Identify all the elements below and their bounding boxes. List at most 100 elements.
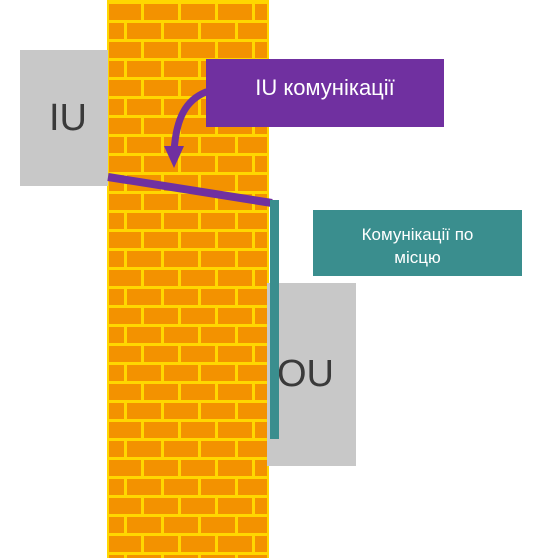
brick <box>144 80 178 96</box>
brick <box>164 213 198 229</box>
brick <box>201 555 235 558</box>
brick <box>218 308 252 324</box>
brick <box>144 42 178 58</box>
brick <box>144 4 178 20</box>
brick <box>218 498 252 514</box>
brick <box>127 517 161 533</box>
brick <box>109 80 141 96</box>
brick <box>201 23 235 39</box>
brick <box>127 365 161 381</box>
brick <box>109 61 124 77</box>
brick <box>127 327 161 343</box>
brick <box>181 498 215 514</box>
brick <box>164 251 198 267</box>
brick <box>164 61 198 77</box>
brick <box>218 232 252 248</box>
brick <box>164 289 198 305</box>
brick <box>255 460 267 476</box>
brick <box>109 118 141 134</box>
brick <box>164 517 198 533</box>
brick <box>109 479 124 495</box>
brick <box>255 308 267 324</box>
brick <box>109 23 124 39</box>
brick <box>164 479 198 495</box>
brick <box>144 422 178 438</box>
brick <box>109 384 141 400</box>
brick <box>181 422 215 438</box>
brick <box>109 517 124 533</box>
brick <box>255 498 267 514</box>
brick <box>238 441 267 457</box>
brick <box>181 384 215 400</box>
brick <box>109 99 124 115</box>
site-communications-label-line1: Комунікації по <box>361 225 474 244</box>
brick <box>127 23 161 39</box>
brick <box>255 42 267 58</box>
outdoor-unit-label: OU <box>277 353 334 395</box>
brick <box>201 251 235 267</box>
brick <box>218 270 252 286</box>
outdoor-unit: OU <box>267 283 356 466</box>
brick <box>144 384 178 400</box>
brick <box>218 346 252 362</box>
brick <box>144 498 178 514</box>
brick <box>255 232 267 248</box>
brick <box>164 555 198 558</box>
brick <box>218 194 252 210</box>
brick <box>144 536 178 552</box>
brick <box>109 289 124 305</box>
iu-communications-label: IU комунікації <box>255 75 395 100</box>
brick <box>164 175 198 191</box>
brick <box>181 346 215 362</box>
brick <box>109 403 124 419</box>
brick <box>255 536 267 552</box>
brick <box>109 308 141 324</box>
brick <box>144 156 178 172</box>
brick <box>201 137 235 153</box>
brick <box>201 479 235 495</box>
brick <box>238 555 267 558</box>
brick <box>109 270 141 286</box>
brick <box>238 175 267 191</box>
brick <box>109 441 124 457</box>
brick <box>181 232 215 248</box>
brick <box>238 213 267 229</box>
brick <box>181 156 215 172</box>
brick <box>164 327 198 343</box>
brick <box>255 4 267 20</box>
brick <box>238 289 267 305</box>
site-communications-callout: Комунікації по місцю <box>313 210 522 276</box>
brick <box>201 517 235 533</box>
brick <box>201 365 235 381</box>
brick <box>144 270 178 286</box>
brick <box>109 536 141 552</box>
brick <box>181 194 215 210</box>
brick <box>238 403 267 419</box>
brick <box>127 441 161 457</box>
brick <box>144 118 178 134</box>
brick <box>238 517 267 533</box>
brick <box>127 175 161 191</box>
brick <box>238 327 267 343</box>
brick <box>238 251 267 267</box>
brick <box>181 460 215 476</box>
brick <box>255 156 267 172</box>
brick <box>109 251 124 267</box>
brick <box>127 403 161 419</box>
brick <box>255 422 267 438</box>
brick <box>127 99 161 115</box>
brick <box>127 213 161 229</box>
brick <box>238 23 267 39</box>
brick <box>144 346 178 362</box>
brick <box>109 156 141 172</box>
brick <box>218 460 252 476</box>
brick <box>127 61 161 77</box>
brick <box>164 403 198 419</box>
brick <box>255 346 267 362</box>
brick <box>201 327 235 343</box>
brick <box>109 498 141 514</box>
brick <box>127 555 161 558</box>
brick <box>255 194 267 210</box>
brick <box>144 232 178 248</box>
